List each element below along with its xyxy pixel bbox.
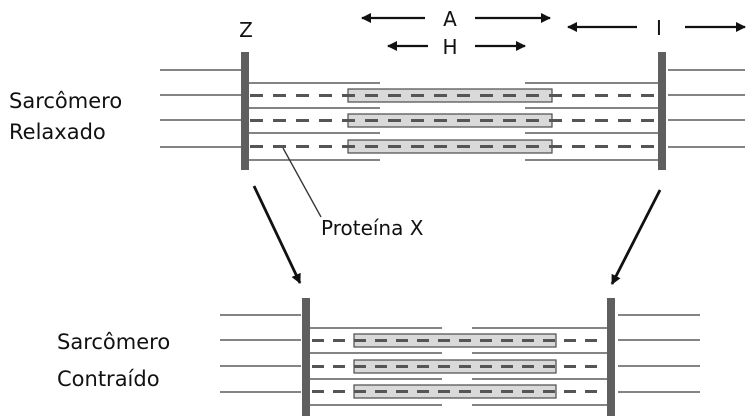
contracted-label-line2: Contraído [57,367,160,391]
transition-arrow-left [252,185,302,284]
protein-x-label: Proteína X [321,216,424,240]
outer-thin-filaments [220,314,700,393]
myosin-filaments [353,333,557,399]
z-disc-right [658,52,666,170]
i-band-label: I [656,16,662,40]
z-disc-right [607,298,615,416]
relaxed-label-line2: Relaxado [9,120,106,144]
h-zone-label: H [442,35,457,59]
z-disc-left [241,52,249,170]
contracted-sarcomere [220,298,700,416]
relaxed-sarcomere [160,52,745,170]
contracted-label-line1: Sarcômero [57,330,170,354]
protein-x-pointer [282,147,322,218]
myosin-filaments [347,88,553,154]
a-band-label: A [443,7,457,31]
relaxed-label-line1: Sarcômero [9,89,122,113]
protein-x-filaments [312,339,606,393]
z-label: Z [239,18,253,42]
actin-filaments [310,327,607,406]
z-disc-left [302,298,310,416]
actin-filaments [248,82,658,161]
transition-arrow-right [610,189,662,285]
outer-thin-filaments [160,69,745,148]
